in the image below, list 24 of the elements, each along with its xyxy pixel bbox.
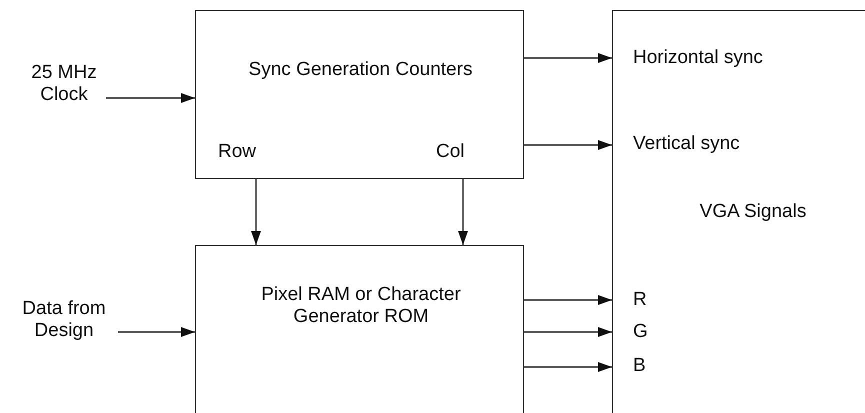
block-title: Sync Generation Counters	[248, 59, 474, 81]
arrow	[458, 179, 468, 245]
arrow	[524, 327, 612, 337]
input-label: Data from Design	[21, 298, 107, 342]
block-box	[195, 245, 524, 413]
block-box	[612, 10, 865, 413]
signal-name: VGA Signals	[698, 201, 808, 223]
signal-name: Horizontal sync	[633, 47, 764, 69]
arrow	[524, 53, 612, 63]
arrow	[118, 327, 195, 337]
signal-name: B	[633, 355, 647, 377]
arrow	[524, 140, 612, 150]
signal-name: R	[633, 289, 648, 311]
signal-name: Vertical sync	[633, 133, 741, 155]
arrow	[251, 179, 261, 245]
signal-name: Col	[436, 141, 466, 163]
signal-name: Row	[218, 141, 258, 163]
arrow	[106, 93, 195, 103]
arrow	[524, 362, 612, 372]
input-label: 25 MHz Clock	[30, 62, 98, 106]
block-title: Pixel RAM or Character Generator ROM	[260, 284, 462, 328]
arrow	[524, 295, 612, 305]
signal-name: G	[633, 321, 649, 343]
block-box	[195, 10, 524, 179]
